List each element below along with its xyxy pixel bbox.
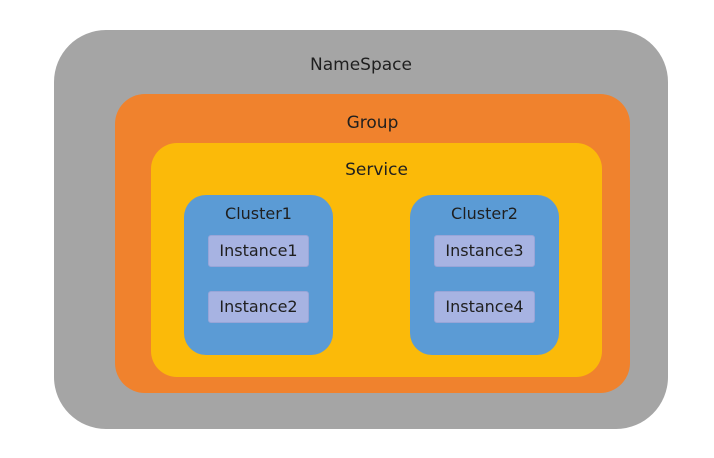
instance-3-box: Instance3 <box>434 235 535 267</box>
group-label: Group <box>346 113 399 133</box>
service-label: Service <box>345 160 408 180</box>
cluster-2-label: Cluster2 <box>451 204 518 223</box>
instance-2-box: Instance2 <box>208 291 309 323</box>
namespace-label: NameSpace <box>310 55 412 75</box>
cluster-2-container: Cluster2 Instance3 Instance4 <box>410 195 559 355</box>
instance-4-box: Instance4 <box>434 291 535 323</box>
cluster-1-container: Cluster1 Instance1 Instance2 <box>184 195 333 355</box>
cluster-1-label: Cluster1 <box>225 204 292 223</box>
instance-1-box: Instance1 <box>208 235 309 267</box>
